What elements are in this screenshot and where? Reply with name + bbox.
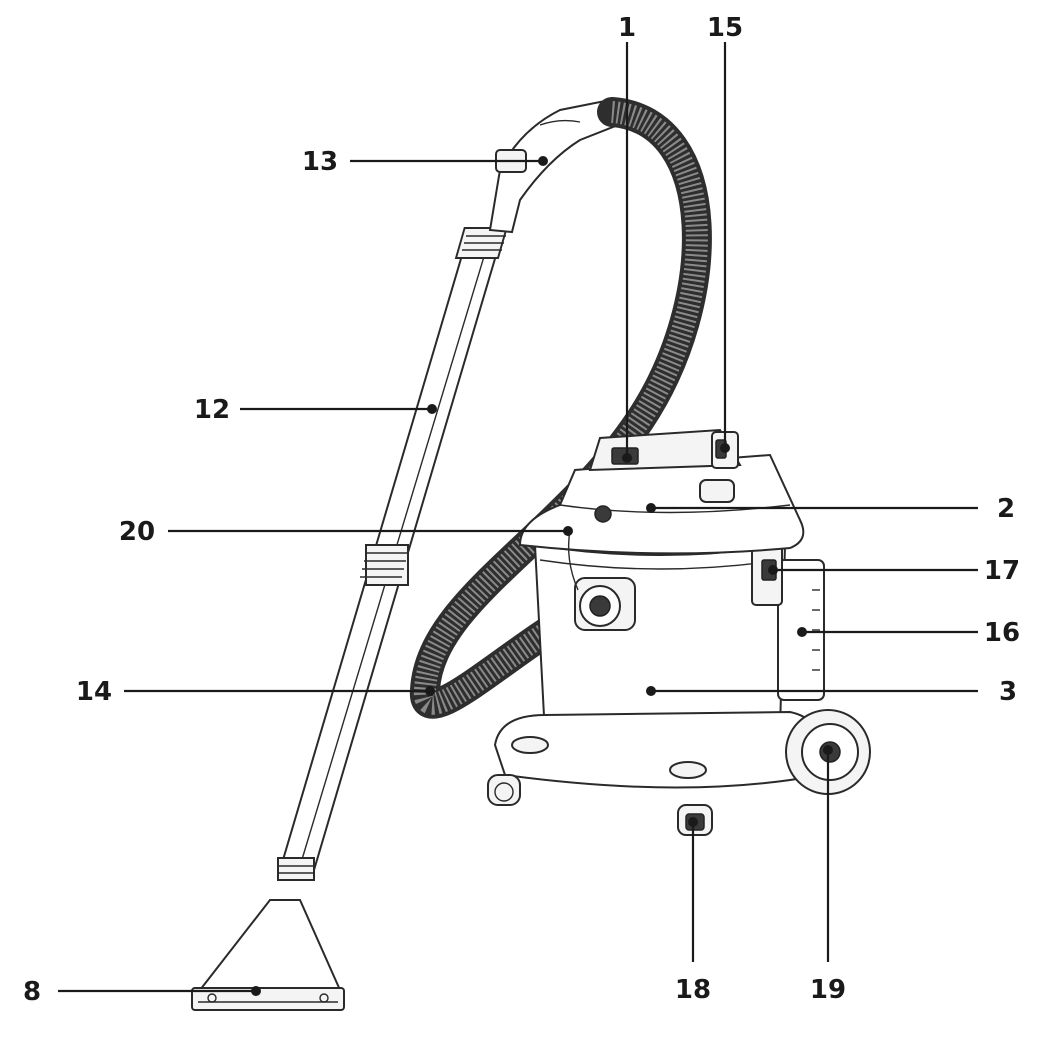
caster-base — [487, 710, 823, 836]
wand-grip-upper — [454, 227, 508, 259]
callout-20: 20 — [119, 517, 155, 547]
extension-wand — [277, 227, 508, 881]
callout-1: 1 — [618, 13, 636, 43]
callout-12: 12 — [194, 395, 230, 425]
callout-15: 15 — [707, 13, 743, 43]
wand-lower-band — [277, 857, 315, 881]
callout-19: 19 — [810, 975, 846, 1005]
callout-16: 16 — [984, 618, 1020, 648]
callout-2: 2 — [997, 494, 1015, 524]
wand-joint — [360, 544, 409, 586]
hose-handle — [488, 98, 620, 234]
callout-18: 18 — [675, 975, 711, 1005]
callout-14: 14 — [76, 677, 112, 707]
callout-17: 17 — [984, 556, 1020, 586]
callout-numbers: 1 15 13 12 2 20 17 16 14 3 8 18 19 — [23, 13, 1020, 1007]
hose-inlet — [574, 577, 636, 631]
callout-8: 8 — [23, 977, 41, 1007]
callout-13: 13 — [302, 147, 338, 177]
front-caster — [487, 774, 521, 806]
leader-lines — [58, 42, 978, 996]
floor-nozzle — [191, 899, 345, 1011]
callout-3: 3 — [999, 677, 1017, 707]
